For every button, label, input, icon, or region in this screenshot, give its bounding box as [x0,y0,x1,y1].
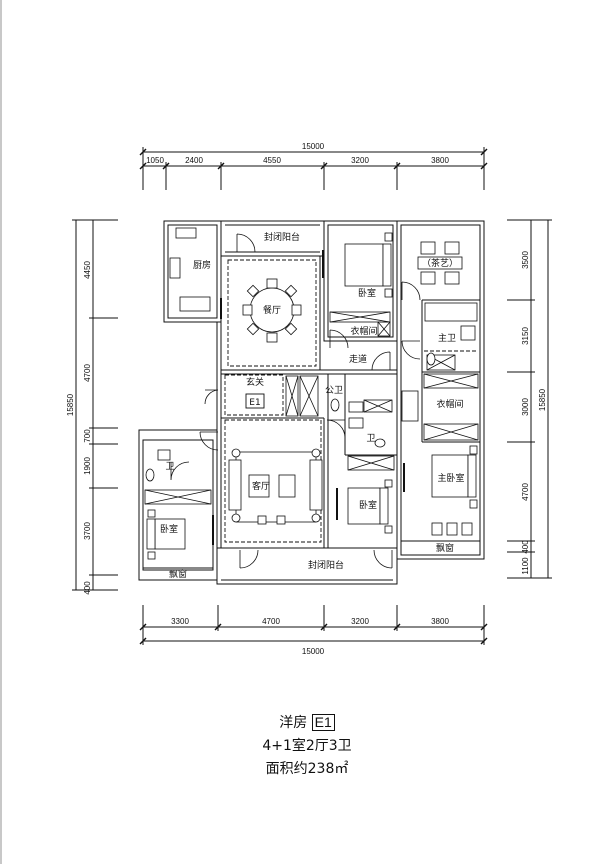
dim-left-3: 700 [83,429,92,443]
room-kitchen: 厨房 [193,259,211,271]
room-balcony-top: 封闭阳台 [264,231,300,243]
room-corridor: 走道 [349,353,367,365]
dim-right-3: 3000 [521,398,530,416]
room-balcony-bottom: 封闭阳台 [308,559,344,571]
dim-bottom-3: 3200 [351,617,369,626]
room-closet-master: 衣帽间 [436,398,463,410]
dim-top-5: 3800 [431,156,449,165]
room-bath-left: 卫 [165,462,174,472]
dim-bottom-total: 15000 [302,647,325,656]
room-bedroom-top: 卧室 [358,287,376,299]
dim-right-1: 3500 [521,251,530,269]
room-closet-top: 衣帽间 [350,325,377,337]
dim-top-4: 3200 [351,156,369,165]
room-bedroom-mid: 卧室 [359,499,377,511]
dim-top-total: 15000 [302,142,325,151]
foyer-code: E1 [249,398,260,408]
room-tea: （茶艺） [422,257,458,269]
room-foyer: 玄关 [246,376,264,388]
dim-right-2: 3150 [521,327,530,345]
page-edge [0,0,2,864]
plan-type-caption: 洋房 E1 [0,712,614,732]
plan-type-code: E1 [311,714,335,731]
dim-top-3: 4550 [263,156,281,165]
dim-top-1: 1050 [146,156,164,165]
dim-right-4: 4700 [521,483,530,501]
room-bath-mid: 卫 [366,434,375,444]
plan-area-caption: 面积约238㎡ [265,761,349,777]
dim-bottom-2: 4700 [262,617,280,626]
room-bay-window-left: 飘窗 [169,568,187,580]
dim-right-total: 15850 [538,388,547,411]
dim-left-5: 3700 [83,522,92,540]
room-bedroom-left: 卧室 [160,523,178,535]
dim-right-5: 400 [521,540,530,554]
plan-type-label: 洋房 [279,715,308,731]
dim-left-total: 15850 [66,393,75,416]
room-public-bath: 公卫 [325,385,343,396]
dim-left-1: 4450 [83,261,92,279]
plan-layout-caption: 4+1室2厅3卫 [262,738,352,754]
room-master-bath: 主卫 [438,332,456,344]
dim-right-6: 1100 [521,557,530,575]
room-living: 客厅 [252,480,270,492]
dim-left-6: 400 [83,581,92,595]
dim-top-2: 2400 [185,156,203,165]
room-master-bedroom: 主卧室 [437,472,464,484]
dim-bottom-1: 3300 [171,617,189,626]
dim-bottom-4: 3800 [431,617,449,626]
dim-left-2: 4700 [83,364,92,382]
room-bay-window-right: 飘窗 [436,542,454,554]
room-dining: 餐厅 [263,304,281,316]
dim-left-4: 1900 [83,457,92,475]
